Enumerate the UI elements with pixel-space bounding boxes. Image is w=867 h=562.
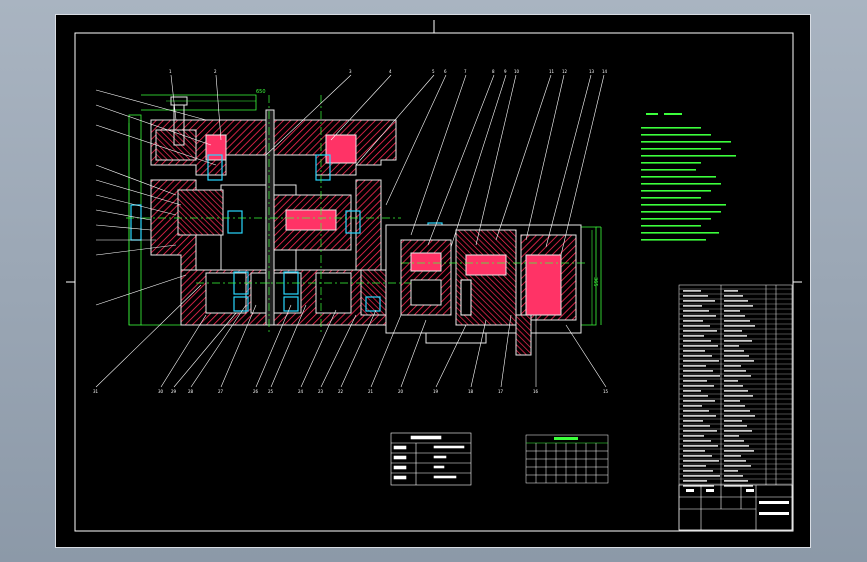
balloon-label: 25	[268, 389, 274, 394]
technical-requirements	[641, 113, 736, 241]
balloon-label: 12	[562, 69, 568, 74]
balloon-label: 11	[549, 69, 555, 74]
leader-lines	[95, 74, 607, 388]
balloon-label: 28	[188, 389, 194, 394]
balloon-label: 7	[464, 69, 467, 74]
balloon-label: 5	[432, 69, 435, 74]
balloon-label: 13	[589, 69, 595, 74]
balloon-label: 31	[93, 389, 99, 394]
dim-text: 365	[592, 277, 598, 287]
balloon-label: 3	[349, 69, 352, 74]
balloon-label: 14	[602, 69, 608, 74]
parameter-table-2	[525, 434, 609, 484]
balloon-label: 8	[492, 69, 495, 74]
balloon-label: 23	[318, 389, 324, 394]
balloon-label: 27	[218, 389, 224, 394]
balloon-label: 1	[169, 69, 172, 74]
balloon-label: 4	[389, 69, 392, 74]
balloon-label: 2	[214, 69, 217, 74]
drawing-canvas: 1234567891011121314313029282726252423222…	[66, 20, 802, 532]
parameter-table-1	[390, 432, 472, 486]
dim-text: 650	[256, 89, 266, 95]
dimension-lines	[128, 100, 593, 325]
balloon-label: 20	[398, 389, 404, 394]
balloon-label: 9	[504, 69, 507, 74]
gearbox-right	[385, 224, 582, 356]
title-block	[678, 484, 793, 531]
balloon-label: 19	[433, 389, 439, 394]
balloon-label: 26	[253, 389, 259, 394]
balloon-label: 6	[444, 69, 447, 74]
balloon-label: 30	[158, 389, 164, 394]
housing-section	[150, 109, 407, 326]
balloon-label: 24	[298, 389, 304, 394]
parts-list	[678, 284, 793, 531]
balloon-label: 22	[338, 389, 344, 394]
balloon-label: 17	[498, 389, 504, 394]
balloon-label: 21	[368, 389, 374, 394]
center-lines	[126, 95, 586, 335]
balloon-label: 15	[603, 389, 609, 394]
balloon-label: 16	[533, 389, 539, 394]
balloon-label: 29	[171, 389, 177, 394]
balloon-label: 18	[468, 389, 474, 394]
balloon-label: 10	[514, 69, 520, 74]
